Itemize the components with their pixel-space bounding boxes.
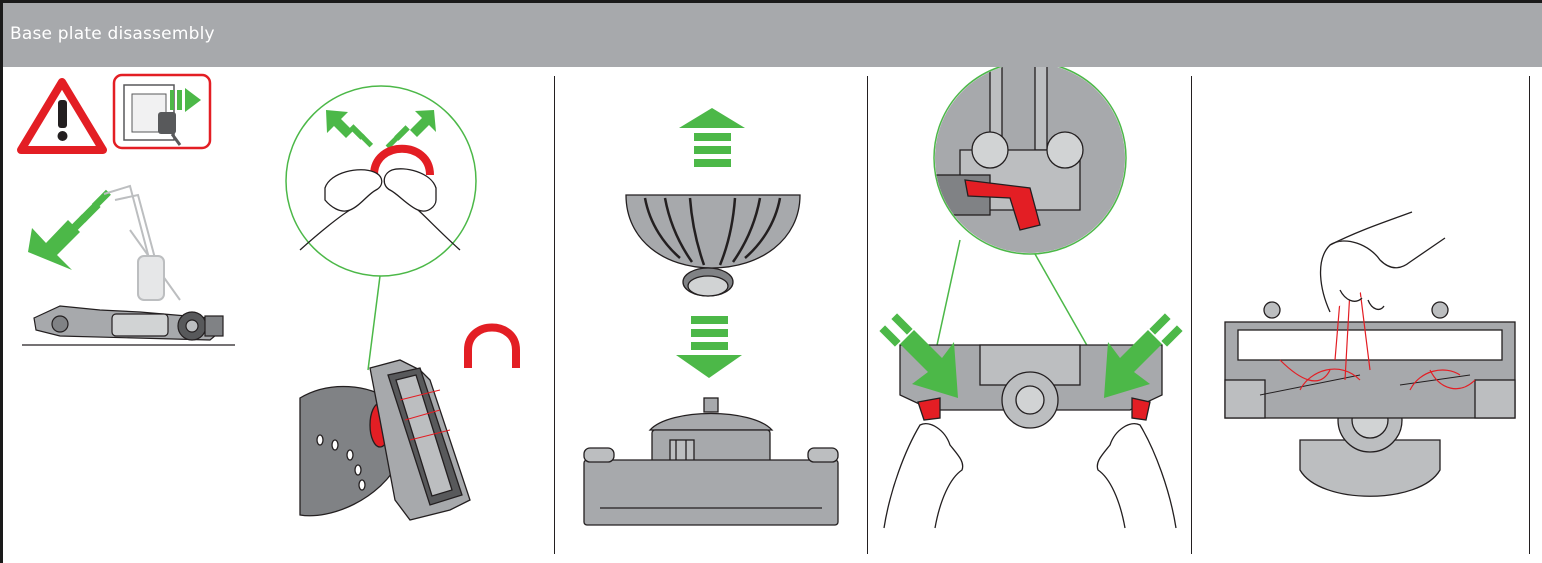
clip-icon [468, 328, 516, 369]
ball-part [626, 195, 800, 296]
warning-triangle-icon [21, 82, 103, 150]
instruction-illustrations [0, 67, 1542, 563]
up-arrow-icon [679, 108, 745, 167]
unplug-icon [114, 75, 210, 148]
hand-icon [884, 424, 1176, 528]
section-header: Base plate disassembly [0, 0, 1542, 67]
base-plate [1225, 290, 1515, 496]
tilt-arrow-icon [28, 190, 111, 270]
clip-removal-zoom [286, 86, 476, 370]
section-title: Base plate disassembly [10, 24, 215, 44]
down-arrow-icon [676, 316, 742, 378]
hand-icon [1321, 212, 1445, 312]
brush-bar-assembly [300, 360, 470, 520]
vacuum-laid-down [22, 186, 235, 345]
cleaner-head [584, 398, 838, 525]
